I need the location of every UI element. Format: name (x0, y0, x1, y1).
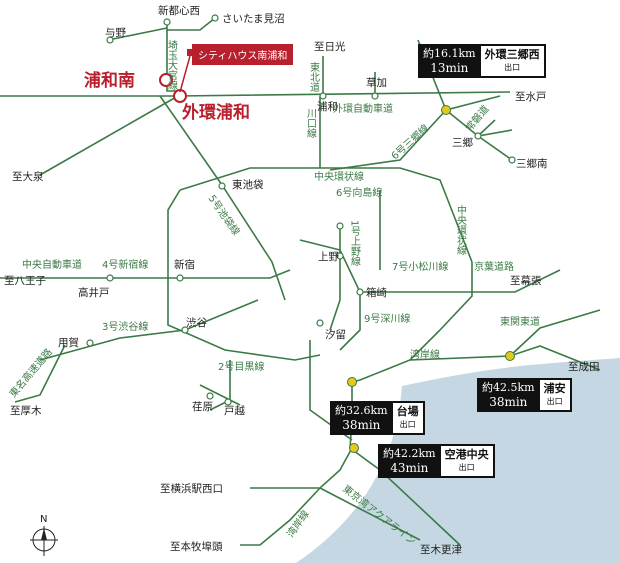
line-saitama-omiya: 埼玉大宮線 (166, 39, 178, 90)
station-misato: 三郷 (452, 136, 473, 149)
station-shiodome: 汐留 (325, 328, 346, 341)
exit-distance: 約42.2km (383, 447, 436, 460)
station-urawa: 浦和 (317, 100, 338, 113)
exit-time: 43min (390, 461, 429, 475)
exit-type: 出口 (504, 63, 521, 72)
station-misato-minami: 三郷南 (516, 157, 548, 170)
station-togoshi: 戸越 (224, 404, 245, 417)
line-chuo: 中央自動車道 (22, 258, 82, 271)
line-ueno: 1号上野線 (349, 220, 361, 266)
line-bayshore: 湾岸線 (410, 348, 440, 361)
exit-distance: 約32.6km (335, 404, 388, 417)
dir-kisarazu: 至木更津 (420, 544, 462, 556)
home-square-marker (187, 49, 194, 56)
compass: N (30, 514, 58, 556)
exit-type: 出口 (458, 463, 475, 472)
station-markers (86, 14, 516, 406)
urawa-minami-label: 浦和南 (84, 70, 135, 91)
line-central-circular: 中央環状線 (314, 170, 364, 183)
line-central-circular-v: 中央環状線 (455, 204, 467, 255)
gaikan-urawa-label: 外環浦和 (182, 102, 250, 123)
compass-north-label: N (40, 514, 47, 525)
station-saitama-minuma: さいたま見沼 (222, 12, 285, 25)
dir-mito: 至水戸 (515, 91, 547, 103)
destination-tag: シティハウス南浦和 (192, 44, 294, 65)
line-gaikan: 外環自動車道 (333, 102, 393, 115)
exit-type: 出口 (546, 397, 563, 406)
station-ueno: 上野 (318, 251, 339, 263)
line-joban: 常磐道 (462, 103, 491, 134)
station-takaido: 高井戸 (78, 286, 110, 299)
exit-markers (347, 105, 515, 453)
exit-name: 外環三郷西 (484, 48, 540, 61)
line-meguro: 2号目黒線 (218, 360, 264, 373)
line-shibuya: 3号渋谷線 (102, 320, 148, 333)
exit-name: 空港中央 (444, 448, 489, 461)
dir-atsugi: 至厚木 (10, 405, 42, 417)
exit-type: 出口 (399, 420, 416, 429)
line-misato: 6号三郷線 (388, 122, 431, 163)
exit-time: 13min (430, 61, 469, 75)
exit-name: 台場 (396, 405, 419, 418)
station-shinjuku: 新宿 (174, 258, 195, 271)
dir-hachioji: 至八王子 (4, 275, 46, 287)
line-higashikanto: 東関東道 (500, 315, 540, 328)
station-shintoshin-nishi: 新都心西 (158, 4, 200, 17)
dir-honmoku: 至本牧埠頭 (170, 540, 223, 553)
station-yoga: 用賀 (58, 337, 79, 349)
line-shinjuku: 4号新宿線 (102, 258, 148, 271)
exit-distance: 約16.1km (423, 47, 476, 60)
station-hakozaki: 箱崎 (366, 286, 387, 299)
dir-yokohama: 至横浜駅西口 (160, 482, 223, 495)
dir-makuhari: 至幕張 (510, 274, 542, 287)
line-mukojima: 6号向島線 (336, 186, 382, 199)
dir-nikko: 至日光 (314, 40, 346, 53)
exit-time: 38min (342, 418, 381, 432)
line-kawaguchi: 川口線 (305, 108, 317, 138)
line-fukagawa: 9号深川線 (364, 312, 410, 325)
station-ebara: 荏原 (192, 401, 213, 413)
dir-narita: 至成田 (568, 361, 600, 373)
dir-oizumi: 至大泉 (12, 170, 44, 183)
line-komatsugawa: 7号小松川線 (392, 260, 448, 273)
station-shibuya: 渋谷 (186, 316, 207, 329)
line-ikebukuro: 5号池袋線 (206, 192, 243, 237)
line-keiyo: 京葉道路 (474, 260, 514, 273)
exit-distance: 約42.5km (482, 381, 535, 394)
exit-time: 38min (489, 395, 528, 409)
urawa-minami-marker (159, 73, 173, 87)
station-soka: 草加 (366, 77, 387, 89)
line-tomei: 東名高速道路 (6, 346, 55, 400)
line-tohoku: 東北道 (308, 61, 320, 92)
station-yono: 与野 (105, 27, 126, 39)
destination-label: シティハウス南浦和 (198, 51, 288, 62)
station-higashi-ikebukuro: 東池袋 (232, 178, 264, 191)
exit-name: 浦安 (543, 382, 566, 395)
